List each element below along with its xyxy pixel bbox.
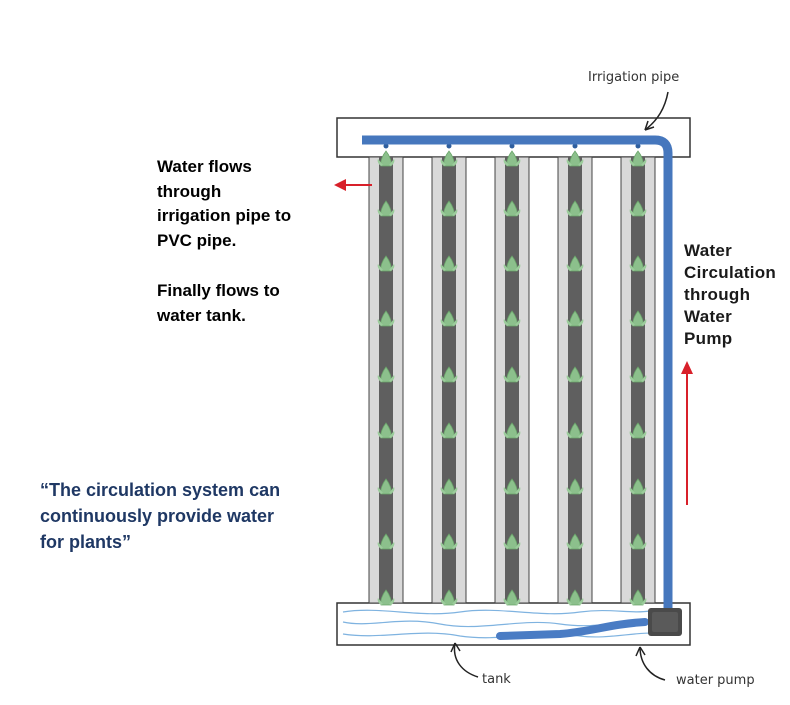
pointer-arrow-icon	[644, 91, 669, 131]
flow-description: Water flows through irrigation pipe to P…	[157, 155, 337, 328]
pvc-columns	[368, 143, 656, 606]
drip-nozzle	[383, 143, 389, 149]
quote-line: continuously provide water	[40, 506, 275, 526]
pointer-arrow-icon	[635, 646, 666, 681]
flow-line: water tank.	[157, 305, 246, 325]
irrigation-pipe-label: Irrigation pipe	[588, 70, 680, 85]
drip-nozzle	[635, 143, 641, 149]
flow-line: irrigation pipe to	[157, 206, 292, 225]
pump-description: Water Circulation through Water Pump	[684, 240, 776, 350]
pump-line: Circulation	[684, 263, 777, 282]
pointer-arrow-icon	[450, 642, 479, 678]
water-pump-label: water pump	[676, 673, 755, 688]
tank-pipe	[496, 618, 649, 640]
tank-label: tank	[482, 672, 511, 687]
pump-line: Water	[684, 307, 733, 326]
pump-line: Pump	[684, 329, 733, 348]
pump-line: Water	[684, 241, 733, 260]
irrigation-pipe	[362, 135, 673, 612]
flow-line: Finally flows to	[157, 281, 280, 300]
flow-line: through	[157, 181, 222, 201]
water-pump-icon	[648, 608, 682, 636]
quote-line: for plants”	[40, 532, 132, 552]
flow-line: PVC pipe.	[157, 230, 237, 250]
pump-line: through	[684, 285, 751, 304]
drip-nozzle	[509, 143, 515, 149]
flow-line: Water flows	[157, 157, 252, 176]
red-arrow-up-icon	[681, 361, 693, 505]
quote-line: “The circulation system can	[40, 480, 281, 500]
quote-text: “The circulation system can continuously…	[40, 477, 340, 555]
red-arrow-left-icon	[334, 179, 372, 191]
drip-nozzle	[572, 143, 578, 149]
drip-nozzle	[446, 143, 452, 149]
